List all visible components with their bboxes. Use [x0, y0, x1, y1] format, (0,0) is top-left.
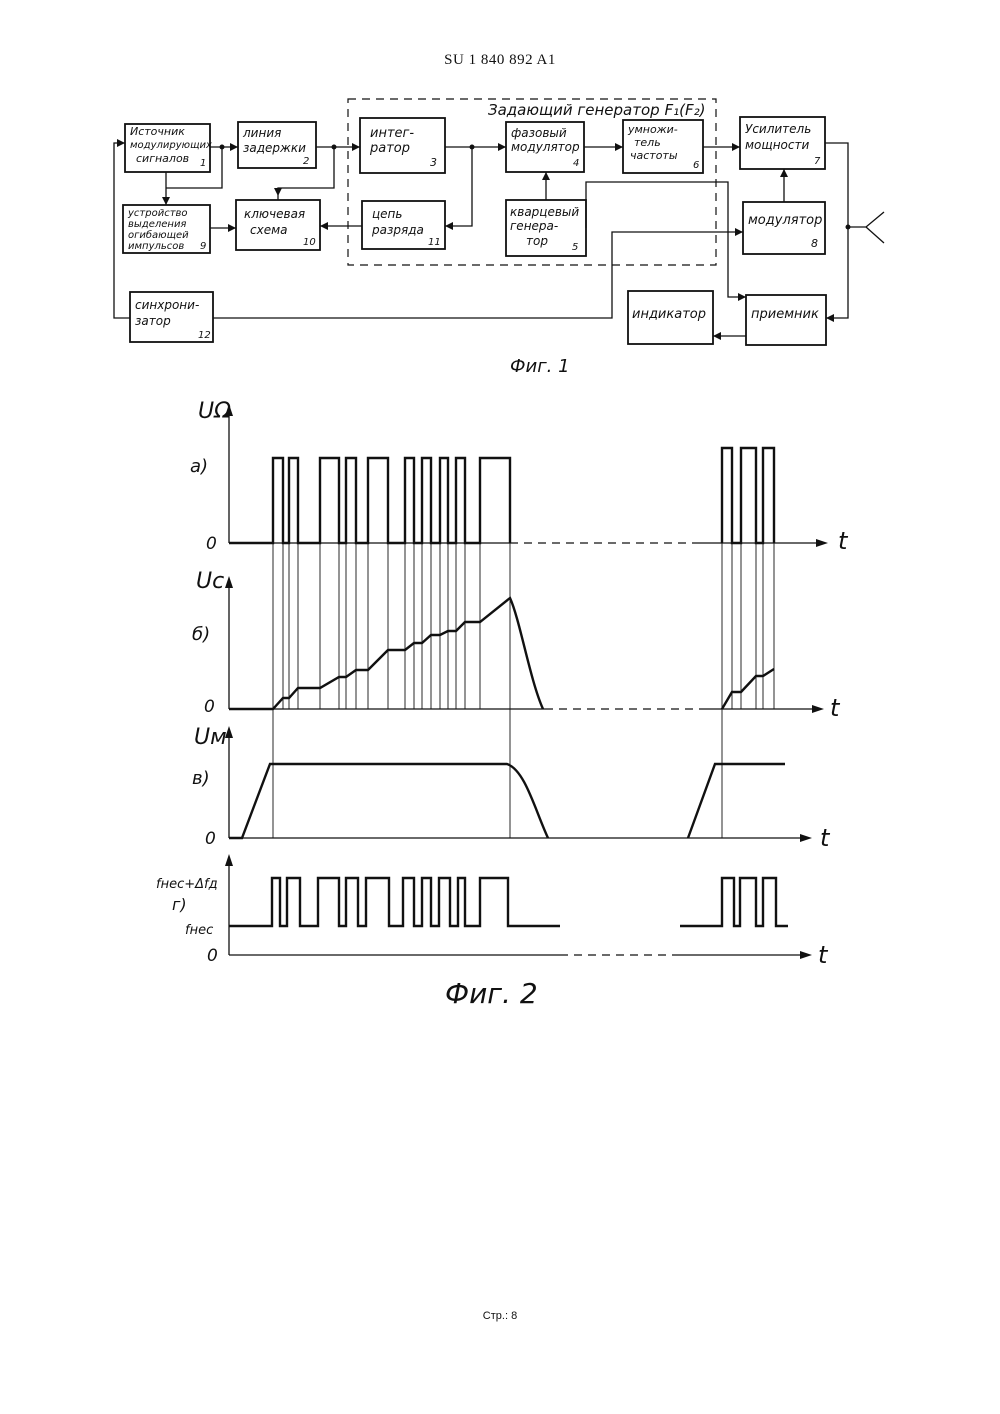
zero-a: 0: [206, 534, 217, 554]
t-a: t: [838, 527, 849, 555]
svg-text:устройство: устройство: [127, 208, 188, 219]
ylabel-u-omega: UΩ: [198, 399, 231, 424]
block-integrator: интег- ратор 3: [360, 118, 445, 173]
svg-text:генера-: генера-: [510, 219, 558, 233]
block-frequency-multiplier: умножи- тель частоты 6: [623, 120, 703, 173]
figure-1-block-diagram: Задающий генератор F₁(F₂) Источник модул…: [114, 99, 884, 377]
block-synchronizer: синхрони- затор 12: [130, 292, 213, 342]
svg-text:синхрони-: синхрони-: [135, 298, 199, 312]
svg-text:8: 8: [811, 237, 818, 250]
svg-text:Усилитель: Усилитель: [745, 122, 811, 136]
block-discharge-circuit: цепь разряда 11: [362, 201, 445, 249]
block-envelope-extractor: устройство выделения огибающей импульсов…: [123, 205, 210, 253]
t-v: t: [820, 824, 831, 852]
block-modulating-source: Источник модулирующих сигналов 1: [125, 124, 212, 172]
svg-text:7: 7: [814, 156, 821, 167]
svg-text:тель: тель: [634, 136, 661, 149]
svg-text:тор: тор: [526, 234, 548, 248]
svg-text:модулятор: модулятор: [511, 140, 580, 154]
svg-text:6: 6: [693, 160, 699, 171]
master-generator-label: Задающий генератор F₁(F₂): [488, 101, 705, 119]
svg-text:цепь: цепь: [372, 207, 402, 221]
page-number: Стр.: 8: [0, 1310, 1000, 1322]
svg-text:2: 2: [303, 156, 309, 167]
zero-v: 0: [205, 829, 216, 849]
svg-text:ключевая: ключевая: [244, 207, 305, 221]
svg-text:мощности: мощности: [745, 138, 809, 152]
svg-text:выделения: выделения: [128, 219, 186, 230]
svg-text:схема: схема: [250, 223, 288, 237]
panel-a-label: а): [190, 456, 208, 477]
waveform-b-capacitor-voltage: [229, 598, 774, 709]
svg-text:11: 11: [428, 237, 441, 248]
svg-text:фазовый: фазовый: [511, 126, 567, 140]
svg-text:ратор: ратор: [369, 141, 410, 156]
svg-text:огибающей: огибающей: [128, 229, 189, 241]
t-g: t: [818, 941, 829, 969]
svg-text:Источник: Источник: [130, 125, 185, 138]
waveform-v-modulation: [229, 764, 785, 838]
svg-text:частоты: частоты: [630, 149, 678, 162]
t-b: t: [830, 694, 841, 722]
figure-2-timing-diagrams: UΩ а) 0 t Uc б) 0 t Uм в) 0 t fнес+Δfд г…: [156, 399, 849, 1010]
svg-text:5: 5: [572, 242, 578, 253]
level-f-high: fнес+Δfд: [156, 877, 218, 892]
block-indicator: индикатор: [628, 291, 713, 344]
svg-text:разряда: разряда: [371, 223, 424, 237]
block-key-circuit: ключевая схема 10: [236, 200, 320, 250]
svg-text:затор: затор: [135, 314, 171, 328]
figure-1-caption: Фиг. 1: [510, 356, 570, 377]
zero-g: 0: [207, 946, 218, 966]
svg-text:модулирующих: модулирующих: [130, 140, 212, 151]
panel-v-label: в): [192, 768, 210, 789]
ylabel-uc: Uc: [196, 569, 224, 594]
block-receiver: приемник: [746, 295, 826, 345]
waveform-a-pulses: [229, 448, 774, 543]
svg-text:индикатор: индикатор: [632, 307, 706, 322]
figure-2-caption: Фиг. 2: [445, 977, 538, 1010]
block-delay-line: линия задержки 2: [238, 122, 316, 168]
panel-b-label: б): [192, 624, 210, 645]
svg-text:линия: линия: [242, 126, 281, 140]
svg-text:кварцевый: кварцевый: [510, 205, 579, 219]
block-phase-modulator: фазовый модулятор 4: [506, 122, 584, 172]
svg-text:импульсов: импульсов: [128, 241, 184, 252]
zero-b: 0: [204, 697, 215, 717]
svg-text:3: 3: [430, 156, 437, 169]
panel-g-label: г): [172, 895, 187, 914]
block-modulator: модулятор 8: [743, 202, 825, 254]
svg-text:4: 4: [573, 158, 579, 169]
waveform-g-frequency: [229, 878, 788, 926]
svg-text:9: 9: [200, 241, 206, 252]
svg-text:умножи-: умножи-: [627, 123, 678, 136]
ylabel-um: Uм: [194, 725, 227, 750]
svg-text:1: 1: [200, 158, 206, 169]
block-quartz-generator: кварцевый генера- тор 5: [506, 200, 586, 256]
svg-text:интег-: интег-: [370, 126, 414, 141]
level-f-low: fнес: [185, 923, 213, 938]
svg-text:приемник: приемник: [751, 307, 819, 322]
svg-text:сигналов: сигналов: [136, 152, 189, 165]
svg-text:задержки: задержки: [243, 141, 306, 155]
antenna-icon: [848, 212, 884, 243]
svg-text:модулятор: модулятор: [748, 213, 822, 228]
block-power-amplifier: Усилитель мощности 7: [740, 117, 825, 169]
svg-text:10: 10: [303, 237, 316, 248]
svg-text:12: 12: [198, 330, 211, 341]
